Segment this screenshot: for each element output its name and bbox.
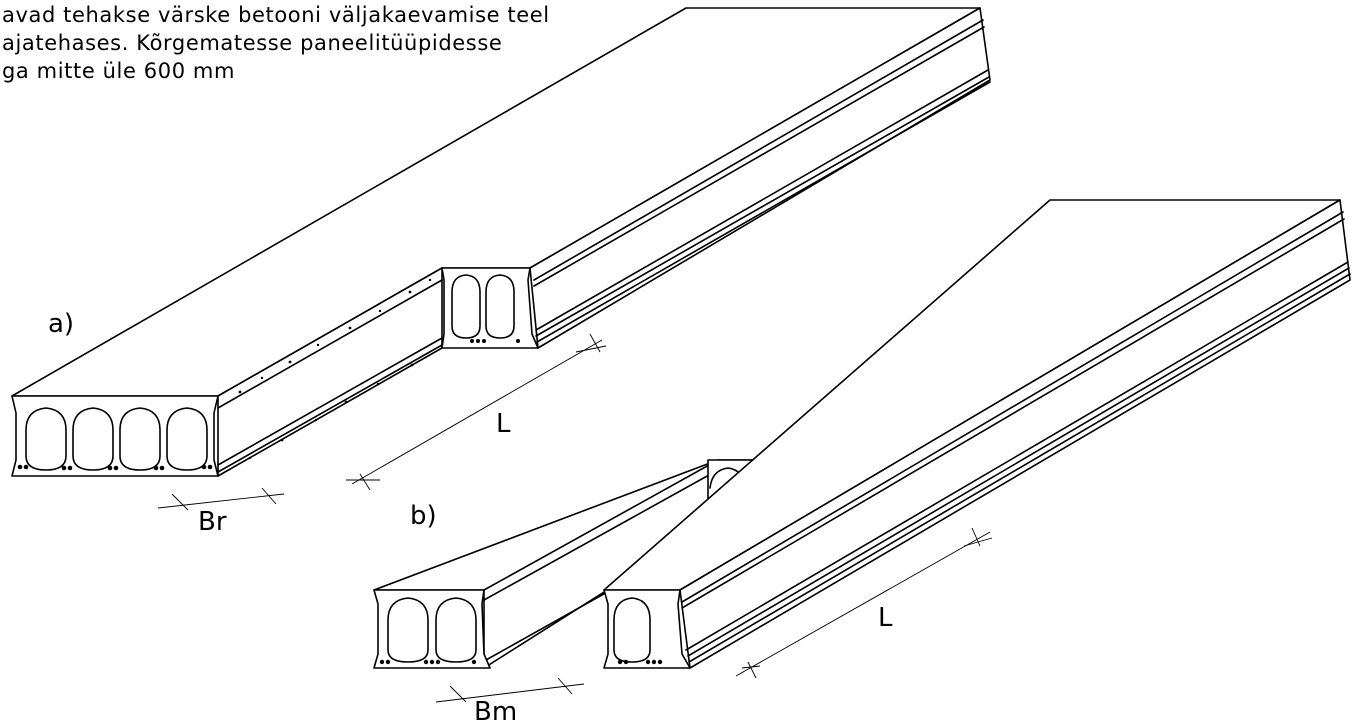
length-b-label: L [878,603,893,633]
slab-b-main-edge-4 [687,267,1350,657]
dimension-length-b [735,527,993,679]
width-a-label: Br [198,507,227,537]
variant-a-label: a) [48,309,74,339]
dimension-width-b [435,677,585,703]
slab-b-main-edge-2 [681,218,1345,609]
slab-b-left-cores [379,597,477,665]
slab-a-side-face [529,7,991,349]
slab-a [11,7,991,477]
slab-b-main-cores [613,597,663,665]
length-a-label: L [496,409,511,439]
slab-b-left-front-section [373,589,491,669]
caption-line-1: avad tehakse värske betooni väljakaevami… [2,3,550,27]
slab-a-strands [17,464,213,471]
slab-a-recess-bottom-1 [217,337,443,466]
slab-a-recess-top-1 [217,279,443,409]
variant-b-label: b) [410,501,437,531]
slab-a-recess-bottom-2 [217,344,443,473]
slab-a-edge-line-1 [533,19,984,281]
caption-line-3: ga mitte üle 600 mm [2,59,235,83]
slab-a-recess-speckle [238,278,432,460]
caption-line-2: ajatehases. Kõrgematesse paneelitüüpides… [2,31,502,55]
width-b-label: Bm [474,697,517,724]
slab-a-edge-line-2 [533,26,985,287]
slab-b-main-edge-3 [685,261,1349,651]
slab-a-cores [25,407,208,471]
dimension-length-a [346,333,607,491]
slab-a-edge-line-4 [535,76,990,337]
caption-text: avad tehakse värske betooni väljakaevami… [2,3,550,83]
slab-a-edge-line-5 [536,81,991,343]
slab-b-main-top [603,199,1341,591]
slab-b-main-side-face [679,199,1351,669]
slab-a-edge-line-3 [535,69,989,331]
slab-b-main-front-section [603,589,691,669]
slab-b-left-edge-1 [483,469,719,601]
slab-b [373,199,1351,669]
slab-a-rear-cores [451,274,520,343]
dimension-width-a [157,487,285,511]
slab-b-main-edge-1 [681,211,1344,603]
slab-b-main-edge-5 [688,273,1351,663]
